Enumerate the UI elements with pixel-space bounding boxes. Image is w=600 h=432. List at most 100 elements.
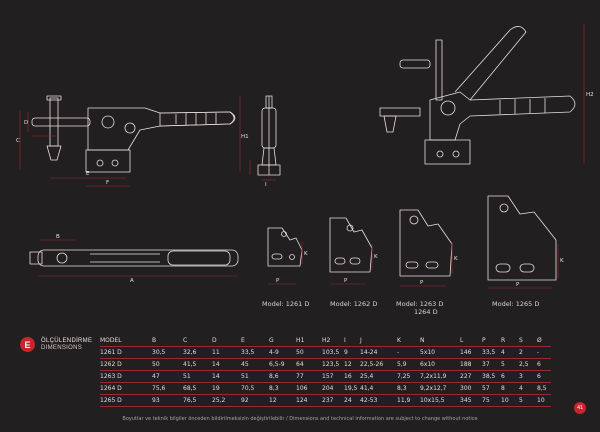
table-cell: 4-9 (269, 349, 279, 356)
table-cell: 300 (460, 385, 472, 392)
table-cell: 10 (537, 397, 545, 404)
table-cell: 51 (183, 373, 191, 380)
dim-letter: F (106, 180, 109, 186)
dimensions-table: MODEL B C D E G H1 H2 I J K N L P R S Ø … (100, 335, 551, 407)
table-cell: 93 (152, 397, 160, 404)
section-title-tr: ÖLÇÜLENDİRME (41, 337, 93, 344)
table-cell: 32,6 (183, 349, 197, 356)
table-cell: 103,5 (322, 349, 340, 356)
table-cell: 19 (212, 385, 220, 392)
table-cell: 345 (460, 397, 472, 404)
table-cell: 19,5 (344, 385, 358, 392)
table-cell: 14 (212, 373, 220, 380)
dim-letter: P (344, 278, 348, 284)
model-label-1262: Model: 1262 D (330, 300, 378, 308)
table-header: H2 (322, 337, 331, 344)
table-cell: 92 (241, 397, 249, 404)
table-cell: 33,5 (241, 349, 255, 356)
side-view-clamp (31, 95, 236, 173)
model-label-1261: Model: 1261 D (262, 300, 310, 308)
dim-letter: I (265, 182, 267, 188)
dim-letter: H1 (241, 134, 249, 140)
table-header: S (519, 337, 523, 344)
table-cell: 42-53 (360, 397, 378, 404)
table-cell: 6 (537, 361, 541, 368)
table-cell: 24 (344, 397, 352, 404)
table-cell: 6,5-9 (269, 361, 285, 368)
table-cell: 106 (296, 385, 308, 392)
table-cell: 12 (269, 397, 277, 404)
top-view-clamp (29, 249, 239, 267)
table-header: B (152, 337, 157, 344)
page-number: 41 (574, 402, 586, 414)
table-cell: 237 (322, 397, 334, 404)
table-cell: 5 (519, 397, 523, 404)
base-profile-1261 (267, 227, 303, 267)
table-cell: 33,5 (482, 349, 496, 356)
table-cell: 25,4 (360, 373, 374, 380)
table-cell: 37 (482, 361, 490, 368)
table-cell: 51 (241, 373, 249, 380)
table-cell: 9,2x12,7 (420, 385, 447, 392)
table-cell: 227 (460, 373, 472, 380)
table-header-row: MODEL B C D E G H1 H2 I J K N L P R S Ø (100, 335, 551, 347)
table-cell: - (397, 349, 400, 356)
model-label-1265: Model: 1265 D (492, 300, 540, 308)
table-header: R (501, 337, 506, 344)
dim-letter: P (276, 278, 280, 284)
technical-drawings: C D E F H1 I H2 B A P P P P K K K K (16, 24, 594, 289)
table-cell: 16 (344, 373, 352, 380)
dim-letter: P (516, 282, 520, 288)
table-cell: 8,3 (269, 385, 279, 392)
table-cell: 47 (152, 373, 160, 380)
table-header: J (360, 337, 362, 344)
table-cell: 50 (296, 349, 304, 356)
table-cell: 9 (344, 349, 348, 356)
table-cell: 4 (519, 385, 523, 392)
table-cell: 11 (212, 349, 220, 356)
table-cell: 7,25 (397, 373, 411, 380)
table-header: H1 (296, 337, 305, 344)
table-header: L (460, 337, 464, 344)
open-clamp-drawing (379, 26, 576, 165)
brand-logo-icon: E (20, 337, 35, 352)
base-profile-1262 (329, 217, 373, 273)
table-cell: 12 (344, 361, 352, 368)
table-cell: 8,3 (397, 385, 407, 392)
table-cell: 57 (482, 385, 490, 392)
table-cell: 5 (501, 361, 505, 368)
table-cell: - (537, 349, 540, 356)
dim-letter: D (24, 120, 28, 126)
table-header: D (212, 337, 217, 344)
table-cell: 6x10 (420, 361, 436, 368)
table-cell: 3 (519, 373, 523, 380)
table-cell: 5,9 (397, 361, 407, 368)
table-cell: 45 (241, 361, 249, 368)
model-label-1263: Model: 1263 D (396, 300, 444, 308)
table-cell: 14 (212, 361, 220, 368)
dim-letter: E (86, 171, 90, 177)
base-profile-1263 (399, 209, 453, 277)
table-header: G (269, 337, 274, 344)
table-cell: 38,5 (482, 373, 496, 380)
table-cell: 146 (460, 349, 472, 356)
table-cell: 22,5-26 (360, 361, 384, 368)
table-cell: 2 (519, 349, 523, 356)
section-title: E ÖLÇÜLENDİRME DIMENSIONS (20, 337, 92, 352)
table-cell: 75,6 (152, 385, 166, 392)
table-header: C (183, 337, 188, 344)
table-header: MODEL (100, 337, 122, 344)
table-header: P (482, 337, 486, 344)
table-cell: 157 (322, 373, 334, 380)
table-cell: 204 (322, 385, 334, 392)
table-cell: 6 (537, 373, 541, 380)
dim-letter: K (374, 254, 378, 260)
table-cell: 75 (482, 397, 490, 404)
table-cell: 10x15,5 (420, 397, 445, 404)
table-cell: 64 (296, 361, 304, 368)
table-cell: 124 (296, 397, 308, 404)
